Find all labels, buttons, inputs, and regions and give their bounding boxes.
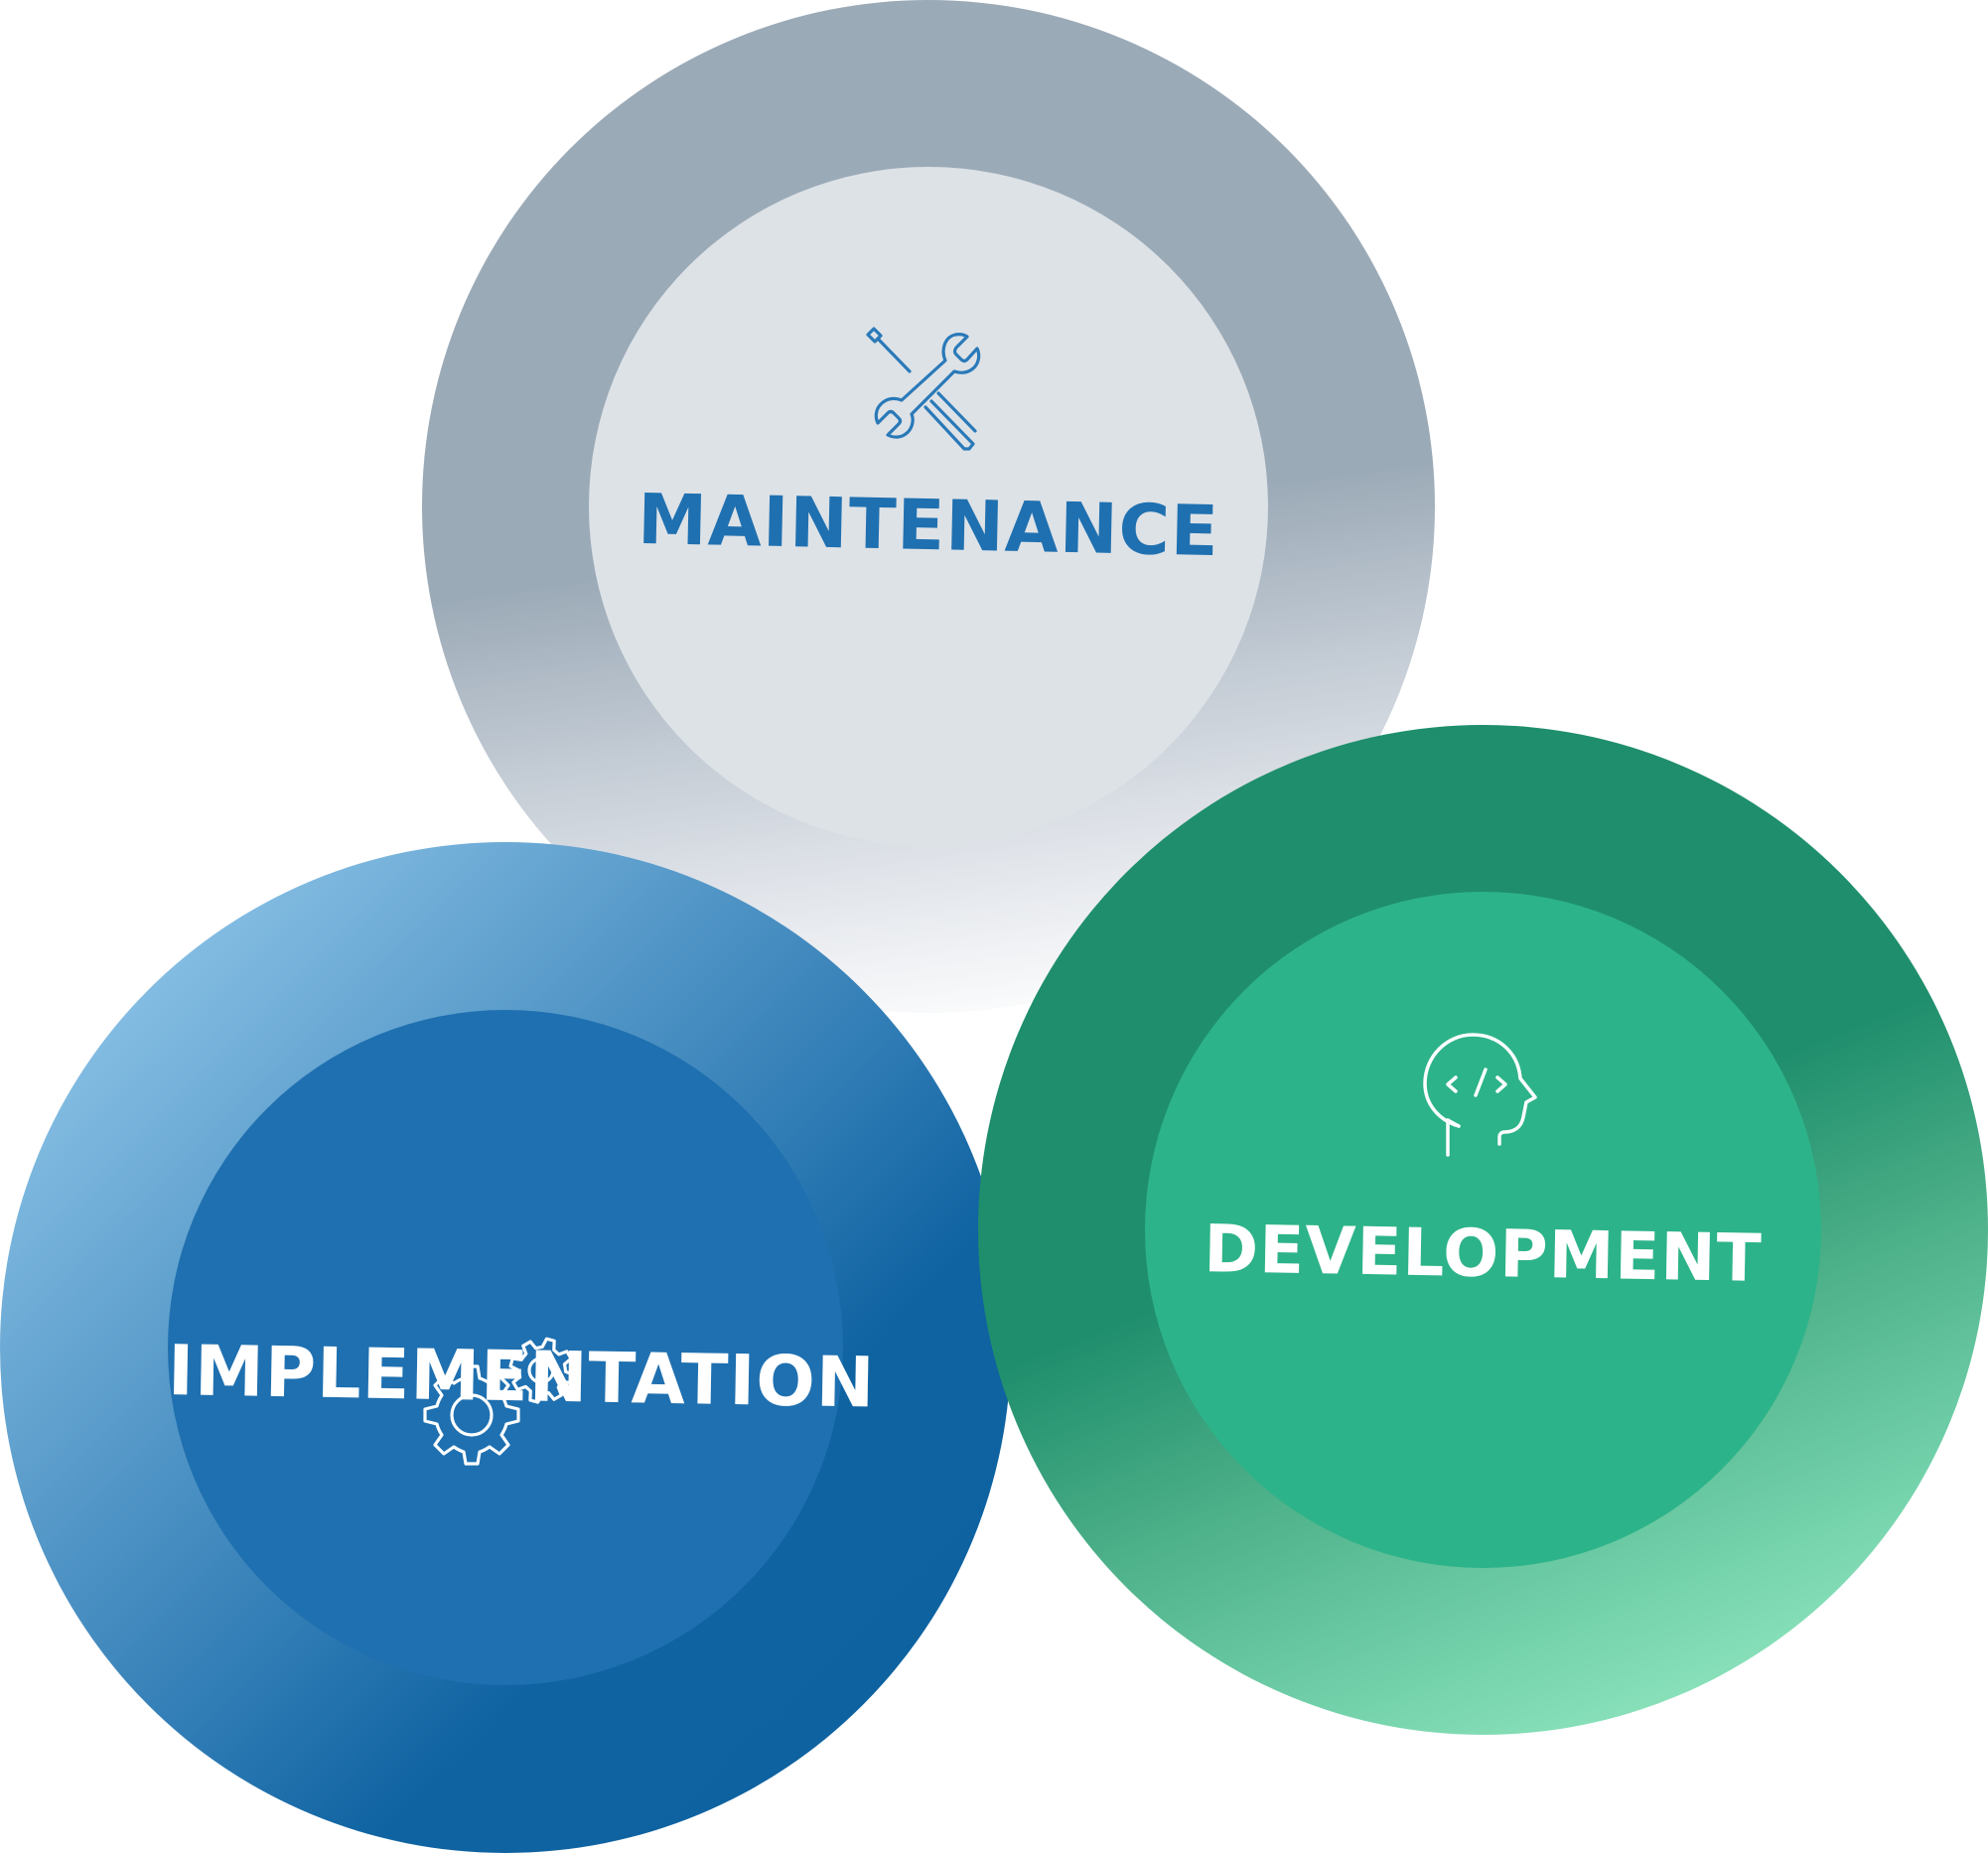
- maintenance-circle: MAINTENANCE: [422, 0, 1435, 1013]
- implementation-circle: IMPLEMENTATION: [0, 842, 1011, 1853]
- maintenance-inner-circle: MAINTENANCE: [589, 167, 1268, 846]
- maintenance-label: MAINTENANCE: [637, 478, 1220, 573]
- development-circle: DEVELOPMENT: [978, 725, 1988, 1735]
- gears-icon: [423, 1337, 576, 1466]
- implementation-label: IMPLEMENTATION: [167, 1330, 877, 1424]
- wrench-screwdriver-icon: [866, 327, 981, 451]
- development-label: DEVELOPMENT: [1203, 1211, 1764, 1297]
- development-inner-circle: DEVELOPMENT: [1145, 892, 1821, 1568]
- implementation-inner-circle: IMPLEMENTATION: [167, 1010, 877, 1685]
- head-code-icon: [1423, 1033, 1537, 1157]
